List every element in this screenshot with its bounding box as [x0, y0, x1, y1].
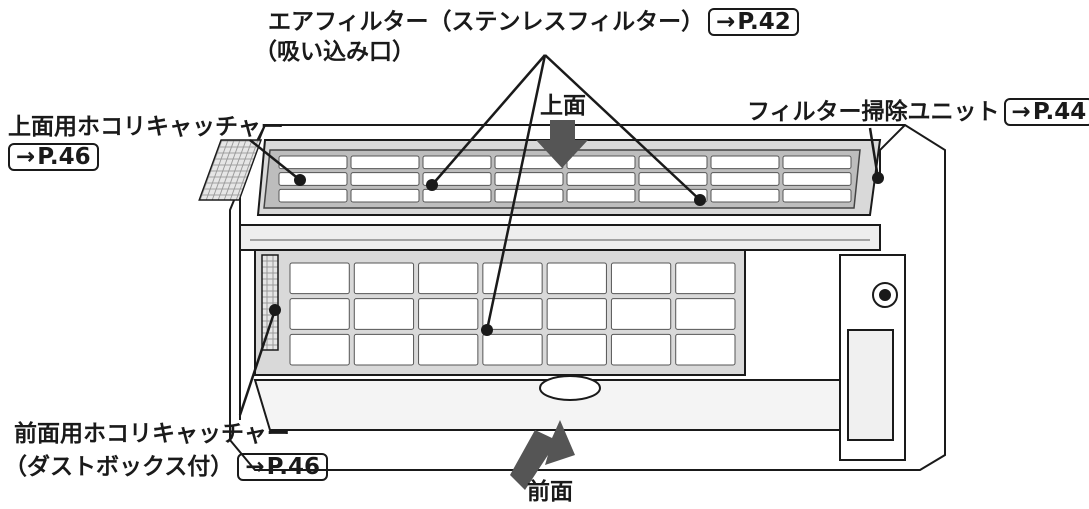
bottom-grille: [253, 375, 841, 431]
leader-dots: [269, 172, 884, 336]
front-face-label: 前面: [527, 478, 573, 506]
cleaning-unit-label: フィルター掃除ユニット→P.44: [747, 98, 1089, 126]
filter-cell: [610, 262, 672, 295]
air-filter-page-ref[interactable]: →P.42: [708, 8, 799, 36]
air-filter-label-line1: エアフィルター（ステンレスフィルター）: [268, 9, 705, 35]
filter-cell: [418, 298, 479, 330]
leader-lines: [238, 54, 880, 416]
filter-cell: [482, 298, 543, 330]
filter-cell: [278, 172, 348, 186]
top-face-label: 上面: [540, 92, 586, 120]
top-catcher-ref-line: →P.46: [4, 143, 99, 171]
filter-cell: [482, 262, 543, 295]
air-filter-label-sub: （吸い込み口）: [254, 38, 415, 66]
filter-cell: [353, 333, 415, 366]
top-catcher-label-line1: 上面用ホコリキャッチャー: [8, 114, 284, 140]
front-dust-catcher: [261, 254, 279, 351]
filter-cell: [638, 155, 708, 170]
filter-cell: [482, 333, 543, 366]
filter-cell: [675, 262, 736, 295]
air-filter-page-number: P.42: [737, 9, 791, 35]
filter-cell: [675, 298, 736, 330]
filter-cell: [638, 172, 708, 186]
filter-cell: [546, 298, 607, 330]
filter-cell: [350, 172, 420, 186]
filter-cell: [289, 333, 350, 366]
cleaning-unit-page-number: P.44: [1032, 99, 1087, 125]
ref-arrow-icon: →: [716, 9, 736, 35]
filter-cell: [350, 188, 420, 203]
filter-cell: [418, 333, 479, 366]
filter-cell: [278, 155, 348, 170]
top-catcher-page-number: P.46: [37, 144, 91, 170]
filter-cell: [422, 188, 492, 203]
filter-cell: [710, 188, 780, 203]
front-catcher-label-line1: 前面用ホコリキャッチャー: [14, 421, 290, 447]
filter-cell: [546, 262, 607, 295]
front-catcher-page-ref[interactable]: →P.46: [237, 453, 328, 481]
front-catcher-label: 前面用ホコリキャッチャー: [14, 420, 290, 448]
filter-cell: [289, 262, 350, 295]
front-catcher-label-sub: （ダストボックス付）→P.46: [4, 453, 328, 481]
filter-cell: [350, 155, 420, 170]
filter-cell: [710, 155, 780, 170]
filter-cell: [418, 262, 479, 295]
right-side-panel: [839, 254, 906, 461]
top-dust-catcher: [198, 139, 263, 201]
front-filter-panel: [254, 249, 746, 376]
cleaning-unit-page-ref[interactable]: →P.44: [1003, 98, 1089, 126]
top-filter-panel: [256, 139, 882, 216]
front-face-text: 前面: [527, 479, 573, 505]
filter-cell: [353, 298, 415, 330]
cleaning-unit-label-line1: フィルター掃除ユニット: [747, 99, 1000, 125]
filter-cell: [782, 155, 852, 170]
front-catcher-page-number: P.46: [266, 454, 320, 480]
top-face-text: 上面: [540, 93, 586, 119]
front-direction-arrow: [510, 420, 575, 490]
filter-cell: [782, 172, 852, 186]
filter-cell: [610, 333, 672, 366]
top-filter-grid: [278, 155, 852, 203]
filter-cell: [566, 172, 636, 186]
top-direction-arrow: [536, 120, 588, 168]
front-catcher-label-line2: （ダストボックス付）: [4, 454, 234, 480]
ref-arrow-icon: →: [1011, 99, 1031, 125]
filter-cell: [566, 188, 636, 203]
filter-cell: [494, 172, 564, 186]
air-filter-label-line2: （吸い込み口）: [254, 39, 415, 65]
filter-cell: [710, 172, 780, 186]
filter-cell: [353, 262, 415, 295]
front-filter-grid: [289, 262, 736, 366]
filter-cell: [546, 333, 607, 366]
ref-arrow-icon: →: [16, 144, 36, 170]
filter-cell: [494, 188, 564, 203]
filter-cell: [675, 333, 736, 366]
filter-cell: [289, 298, 350, 330]
filter-cell: [782, 188, 852, 203]
filter-cell: [638, 188, 708, 203]
air-filter-label: エアフィルター（ステンレスフィルター）→P.42: [268, 8, 799, 36]
top-catcher-page-ref[interactable]: →P.46: [8, 143, 99, 171]
filter-cell: [278, 188, 348, 203]
filter-cell: [610, 298, 672, 330]
top-catcher-label: 上面用ホコリキャッチャー: [8, 113, 284, 141]
filter-cell: [566, 155, 636, 170]
ref-arrow-icon: →: [245, 454, 265, 480]
rail-bar: [239, 224, 881, 251]
